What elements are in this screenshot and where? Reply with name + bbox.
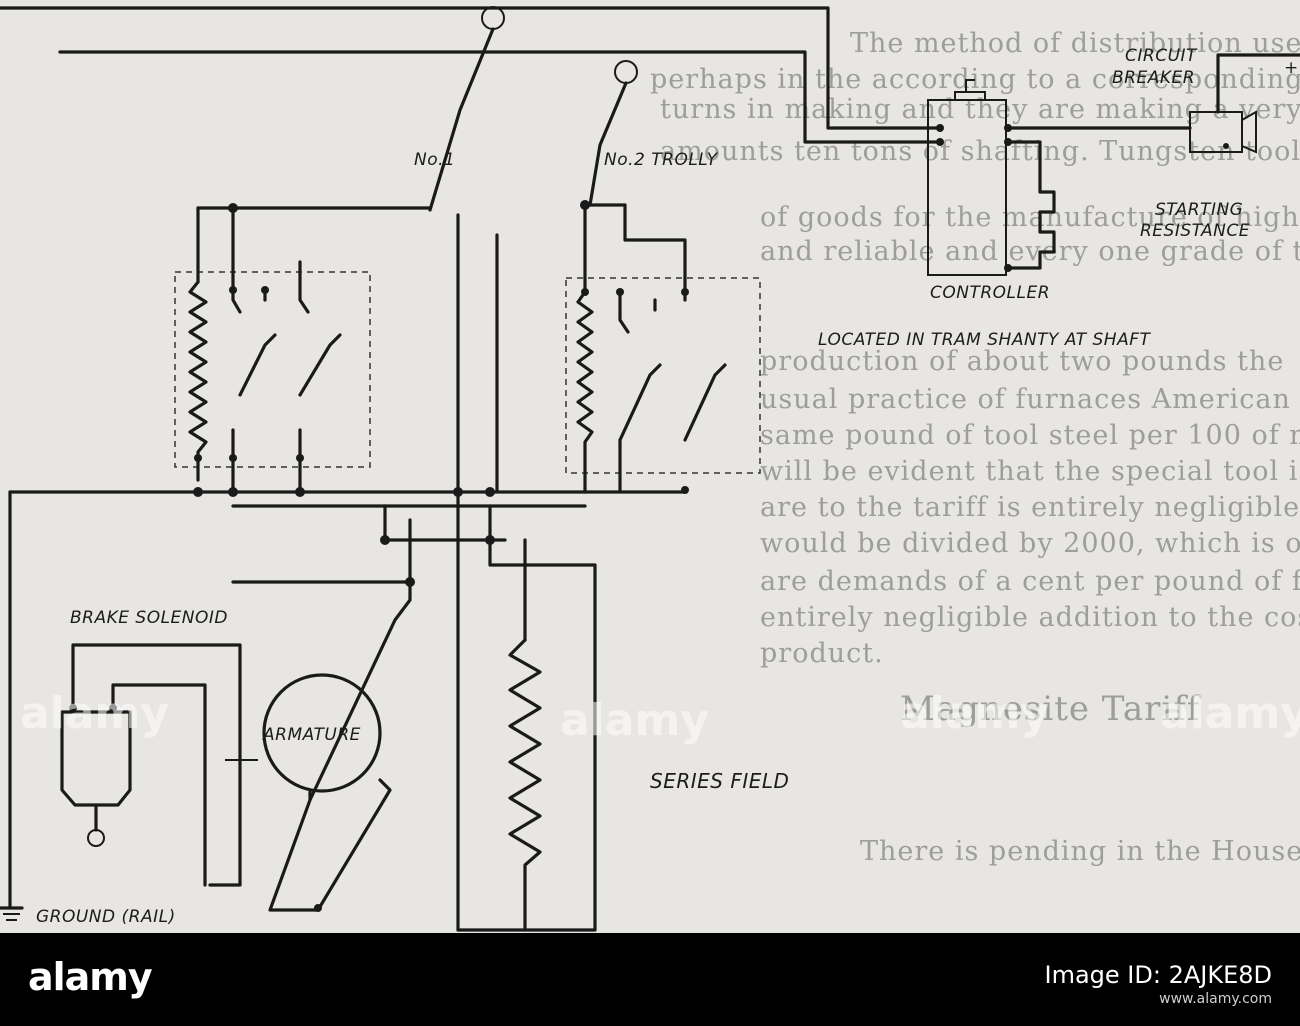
bg-heading: Magnesite Tariff (900, 689, 1202, 729)
series-field-return (456, 504, 597, 932)
solenoid-wire-outer (71, 643, 242, 887)
bg-line-8: usual practice of furnaces American prac… (760, 384, 1300, 415)
label-armature: ARMATURE (262, 725, 361, 745)
bg-line-11: are to the tariff is entirely negligible… (760, 492, 1300, 523)
cross-wiring (8, 213, 687, 932)
series-field-coil (508, 638, 542, 932)
armature-lead-top (308, 518, 412, 802)
armature (262, 673, 392, 912)
trolley-pole-1 (428, 27, 495, 212)
right-coil-zigzag (576, 290, 594, 494)
solenoid-body (60, 710, 132, 807)
left-coil-zigzag (188, 280, 208, 482)
bg-body-below: There is pending in the House a bill ( (860, 836, 1300, 867)
positive-feed (1216, 53, 1300, 114)
right-switch-panel (565, 200, 761, 494)
watermark-3: alamy (900, 688, 1049, 739)
controller (927, 79, 1192, 276)
ground-symbol (0, 906, 24, 921)
wiring-diagram: The method of distribution used would pe… (0, 6, 1300, 932)
trolley-wires (0, 6, 942, 144)
site-url[interactable]: www.alamy.com (1159, 991, 1272, 1007)
label-circuit-breaker-2: BREAKER (1112, 68, 1195, 88)
label-plus: + (1284, 58, 1299, 78)
watermark-4: alamy (1160, 688, 1300, 739)
left-panel-outline (174, 271, 371, 468)
circuit-breaker (1189, 53, 1300, 154)
left-blade-2 (298, 333, 342, 397)
bg-line-6: and reliable and every one grade of tool… (760, 236, 1300, 267)
watermark-2: alamy (560, 695, 709, 746)
trolley-pole-2 (588, 81, 628, 207)
label-no1: No.1 (414, 150, 455, 170)
breaker-lever (1241, 110, 1257, 154)
bg-line-9: same pound of tool steel per 100 of meta… (760, 420, 1300, 451)
trolley-wire-2 (58, 50, 942, 144)
label-no2-trolly: No.2 TROLLY (604, 150, 719, 170)
right-panel-outline (565, 277, 761, 474)
bg-line-14: entirely negligible addition to the cost… (760, 602, 1300, 633)
label-starting-2: RESISTANCE (1140, 221, 1250, 241)
diagram-scan: The method of distribution used would pe… (0, 0, 1300, 933)
watermark-1: alamy (20, 688, 169, 739)
bg-line-5: of goods for the manufacture of high-spe… (760, 202, 1300, 233)
label-series-field: SERIES FIELD (650, 769, 789, 793)
armature-circle (262, 673, 382, 793)
brand-logo[interactable]: alamy (28, 955, 153, 999)
armature-lead-bottom (268, 778, 392, 912)
brake-solenoid (60, 643, 258, 887)
label-location: LOCATED IN TRAM SHANTY AT SHAFT (818, 330, 1151, 350)
trolley-wheel-2 (614, 60, 638, 84)
label-starting-1: STARTING (1155, 200, 1243, 220)
label-circuit-breaker-1: CIRCUIT (1125, 46, 1198, 66)
starting-resistance-zigzag (1006, 140, 1056, 270)
label-ground: GROUND (RAIL) (36, 907, 176, 927)
bg-line-12: would be divided by 2000, which is one a… (760, 528, 1300, 559)
right-blade-1 (618, 363, 662, 442)
label-controller: CONTROLLER (930, 283, 1050, 303)
footer-bar: alamy Image ID: 2AJKE8D www.alamy.com (0, 933, 1300, 1026)
breaker-box (1189, 111, 1243, 153)
bg-line-3: turns in making and they are making a ve… (660, 94, 1300, 125)
background-text: The method of distribution used would pe… (650, 28, 1300, 867)
solenoid-wire-inner (111, 683, 207, 887)
trolley-wire-1 (0, 6, 942, 130)
label-brake-solenoid: BRAKE SOLENOID (70, 608, 228, 628)
left-blade-1 (238, 333, 277, 397)
bg-line-15: product. (760, 638, 884, 669)
bg-line-10: will be evident that the special tool is… (760, 456, 1300, 487)
controller-box (927, 99, 1007, 276)
image-id-label: Image ID: 2AJKE8D (1044, 961, 1272, 989)
bg-line-7: production of about two pounds the (760, 346, 1284, 377)
left-switch-panel (174, 203, 432, 494)
bg-line-13: are demands of a cent per pound of finis… (760, 566, 1300, 597)
controller-handle (954, 79, 986, 100)
trolley-wheel-1 (481, 6, 505, 30)
right-blade-2 (683, 363, 727, 442)
